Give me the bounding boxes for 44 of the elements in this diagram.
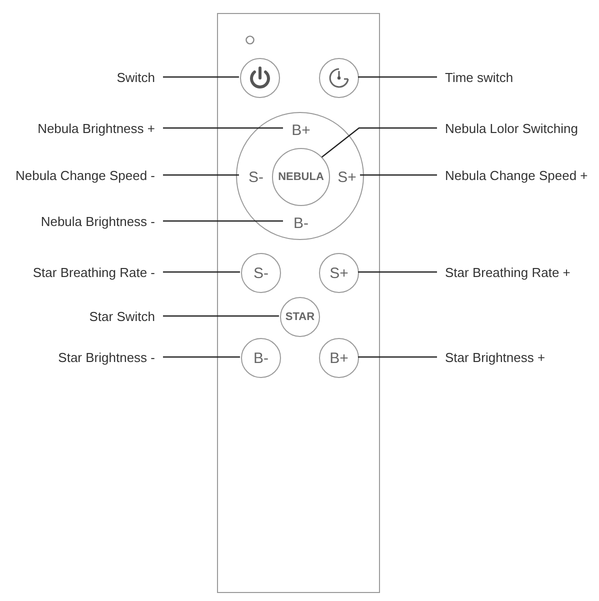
button-label: S+ bbox=[330, 264, 348, 282]
button-label: B- bbox=[254, 350, 268, 366]
remote-body bbox=[217, 13, 380, 593]
round-button bbox=[319, 338, 359, 378]
callout-label: Nebula Brightness + bbox=[38, 120, 155, 136]
leader-line bbox=[163, 76, 239, 78]
leader-line bbox=[163, 127, 283, 129]
ring-label: B- bbox=[294, 214, 308, 232]
leader-line bbox=[321, 127, 437, 158]
button-label: S- bbox=[254, 264, 268, 282]
leader-line bbox=[358, 356, 437, 358]
button-label: B+ bbox=[330, 350, 348, 366]
callout-label: Star Breathing Rate - bbox=[32, 264, 155, 280]
round-button bbox=[241, 338, 281, 378]
round-button bbox=[319, 253, 359, 293]
round-button bbox=[240, 58, 280, 98]
callout-label: Star Brightness + bbox=[445, 350, 546, 364]
ring-label: S- bbox=[248, 168, 264, 186]
leader-line bbox=[163, 174, 239, 176]
leader-line bbox=[163, 220, 283, 222]
leader-line bbox=[163, 271, 240, 273]
callout-label: Nebula Change Speed - bbox=[16, 168, 155, 182]
button-label: STAR bbox=[285, 311, 315, 323]
control-ring bbox=[236, 112, 364, 240]
callout-label: Nebula Lolor Switching bbox=[445, 120, 578, 136]
callout-label: Switch bbox=[116, 70, 155, 84]
callout-label: Star Brightness - bbox=[58, 350, 155, 364]
callout-label: Nebula Change Speed + bbox=[445, 168, 588, 182]
button-label: NEBULA bbox=[278, 171, 324, 183]
leader-line bbox=[358, 76, 437, 78]
ring-label: S+ bbox=[338, 168, 356, 186]
round-button bbox=[241, 253, 281, 293]
ring-label: B+ bbox=[292, 122, 310, 138]
callout-label: Time switch bbox=[445, 70, 514, 84]
leader-line bbox=[163, 315, 279, 317]
round-button bbox=[319, 58, 359, 98]
callout-label: Star Breathing Rate + bbox=[445, 264, 570, 280]
leader-line bbox=[163, 356, 240, 358]
leader-line bbox=[358, 271, 437, 273]
round-button bbox=[272, 148, 330, 206]
leader-line bbox=[360, 174, 437, 176]
round-button bbox=[280, 297, 320, 337]
callout-label: Nebula Brightness - bbox=[40, 214, 155, 228]
callout-label: Star Switch bbox=[89, 308, 155, 324]
